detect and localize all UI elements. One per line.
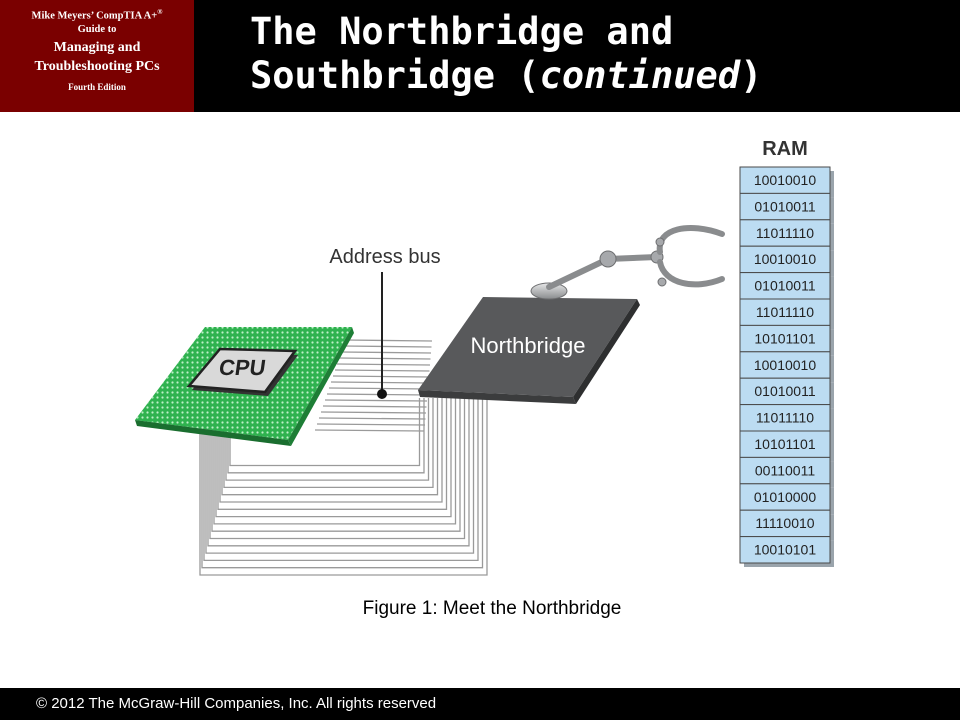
slide-title-line1: The Northbridge and [250,10,674,53]
cpu-board-edge [288,327,354,446]
cpu-chip-body [186,347,298,394]
arm-claw-lower [657,259,725,288]
ram-cell-value: 10010010 [754,251,817,267]
book-author-series: Mike Meyers’ CompTIA A+ [31,10,158,22]
bus-wire [199,398,488,576]
ram-cell-value: 10101101 [754,330,815,346]
bus-wire-link [324,399,428,402]
northbridge-front [418,390,576,404]
ram-cell-value: 01010011 [754,383,815,399]
arm-segment-lower [546,256,611,290]
bus-wire-link [342,345,432,348]
northbridge-label: Northbridge [471,333,586,358]
slide-title-line2: Southbridge (continued) [250,54,950,98]
ram-cell [739,377,831,406]
ram-cell-value: 11011110 [756,225,814,241]
ram-cell-value: 10010010 [754,172,817,188]
ram-cell [739,166,831,194]
claw-joint-lower [657,277,667,287]
bus-wire-link [322,405,427,408]
slide-title: The Northbridge and Southbridge (continu… [250,10,950,98]
figure-caption: Figure 1: Meet the Northbridge [362,598,622,619]
bus-wire [205,398,475,554]
title-italic: continued [539,54,741,97]
book-guide-to: Guide to [77,23,117,35]
cpu-chip: CPU [186,347,298,396]
bus-wire-link [314,429,425,432]
copyright-text: © 2012 The McGraw-Hill Companies, Inc. A… [36,695,437,712]
ram-cell [739,219,831,247]
claw-joint-upper [655,237,665,247]
bus-wire-link [340,351,432,354]
bus-wire [207,398,470,547]
bus-wire [203,398,479,562]
ram-cell [739,430,831,458]
bus-wire [225,398,430,481]
address-bus-label: Address bus [329,246,440,268]
ram-cell-value: 01010000 [754,489,817,505]
cpu-board-front [135,420,291,446]
bus-wire [213,398,457,525]
ram-cell-value: 11011110 [756,410,814,426]
northbridge-diagram: CPU Northbridge Address bus RAM 10010010… [135,138,834,576]
bus-wire [201,398,484,569]
book-title-line1: Managing and [53,39,141,55]
bus-wire [219,398,443,503]
ram-cell-value: 10101101 [754,436,815,452]
slide-header: Mike Meyers’ CompTIA A+® Guide to Managi… [0,0,960,112]
bus-wires [199,339,488,576]
ram-label: RAM [762,138,808,160]
slide-footer: © 2012 The McGraw-Hill Companies, Inc. A… [0,688,960,720]
bus-wire [221,398,439,496]
arm-claw-upper [656,225,725,255]
ram-cell-value: 00110011 [755,462,815,478]
title-prefix: Southbridge ( [250,54,540,97]
ram-cell-value: 10010101 [754,542,817,558]
ram-cell [739,351,831,379]
ram-stack: 10010010 01010011 11011110 10010010 01010011… [739,166,834,567]
ram-cell-value: 01010011 [754,198,815,214]
ram-cell [739,404,831,432]
ram-cell [739,456,831,485]
bus-wire-link [330,381,429,384]
bus-wire [211,398,461,532]
bus-wire-link [316,423,426,426]
ram-cell-value: 10010010 [754,357,817,373]
ram-cell [739,483,831,511]
bus-wire-link [320,411,427,414]
bus-wire [223,398,434,489]
bus-wire [217,398,448,510]
bus-wire-link [344,339,433,342]
memory-controller-arm [530,225,725,300]
ram-cell-value: 11011110 [756,304,814,320]
registered-mark: ® [157,8,163,16]
arm-base [530,282,568,300]
bus-wire-link [338,357,431,360]
ram-cell [739,272,831,300]
ram-cell [739,509,831,538]
bus-wire-link [336,363,431,366]
bus-wire [227,398,425,474]
ram-cell [739,298,831,326]
book-title-line2: Troubleshooting PCs [34,58,160,74]
northbridge-top [418,297,637,397]
arm-joint-1 [599,250,617,268]
ram-cell [739,536,831,564]
book-edition: Fourth Edition [68,81,126,92]
northbridge-chip: Northbridge [418,297,640,404]
title-suffix: ) [740,54,763,97]
ram-cell-value: 11110010 [755,515,814,531]
northbridge-side [573,299,640,404]
ram-cell [739,245,831,274]
bus-wire-link [328,387,429,390]
bus-wire [215,398,452,518]
ram-cell-value: 01010011 [754,278,815,294]
cpu-label: CPU [217,355,267,380]
book-title-badge: Mike Meyers’ CompTIA A+® Guide to Managi… [0,0,194,112]
bus-wire [209,398,466,540]
address-bus-pointer-dot [377,389,387,399]
ram-cell [739,192,831,221]
bus-wire-link [318,417,426,420]
bus-wire [229,398,421,467]
